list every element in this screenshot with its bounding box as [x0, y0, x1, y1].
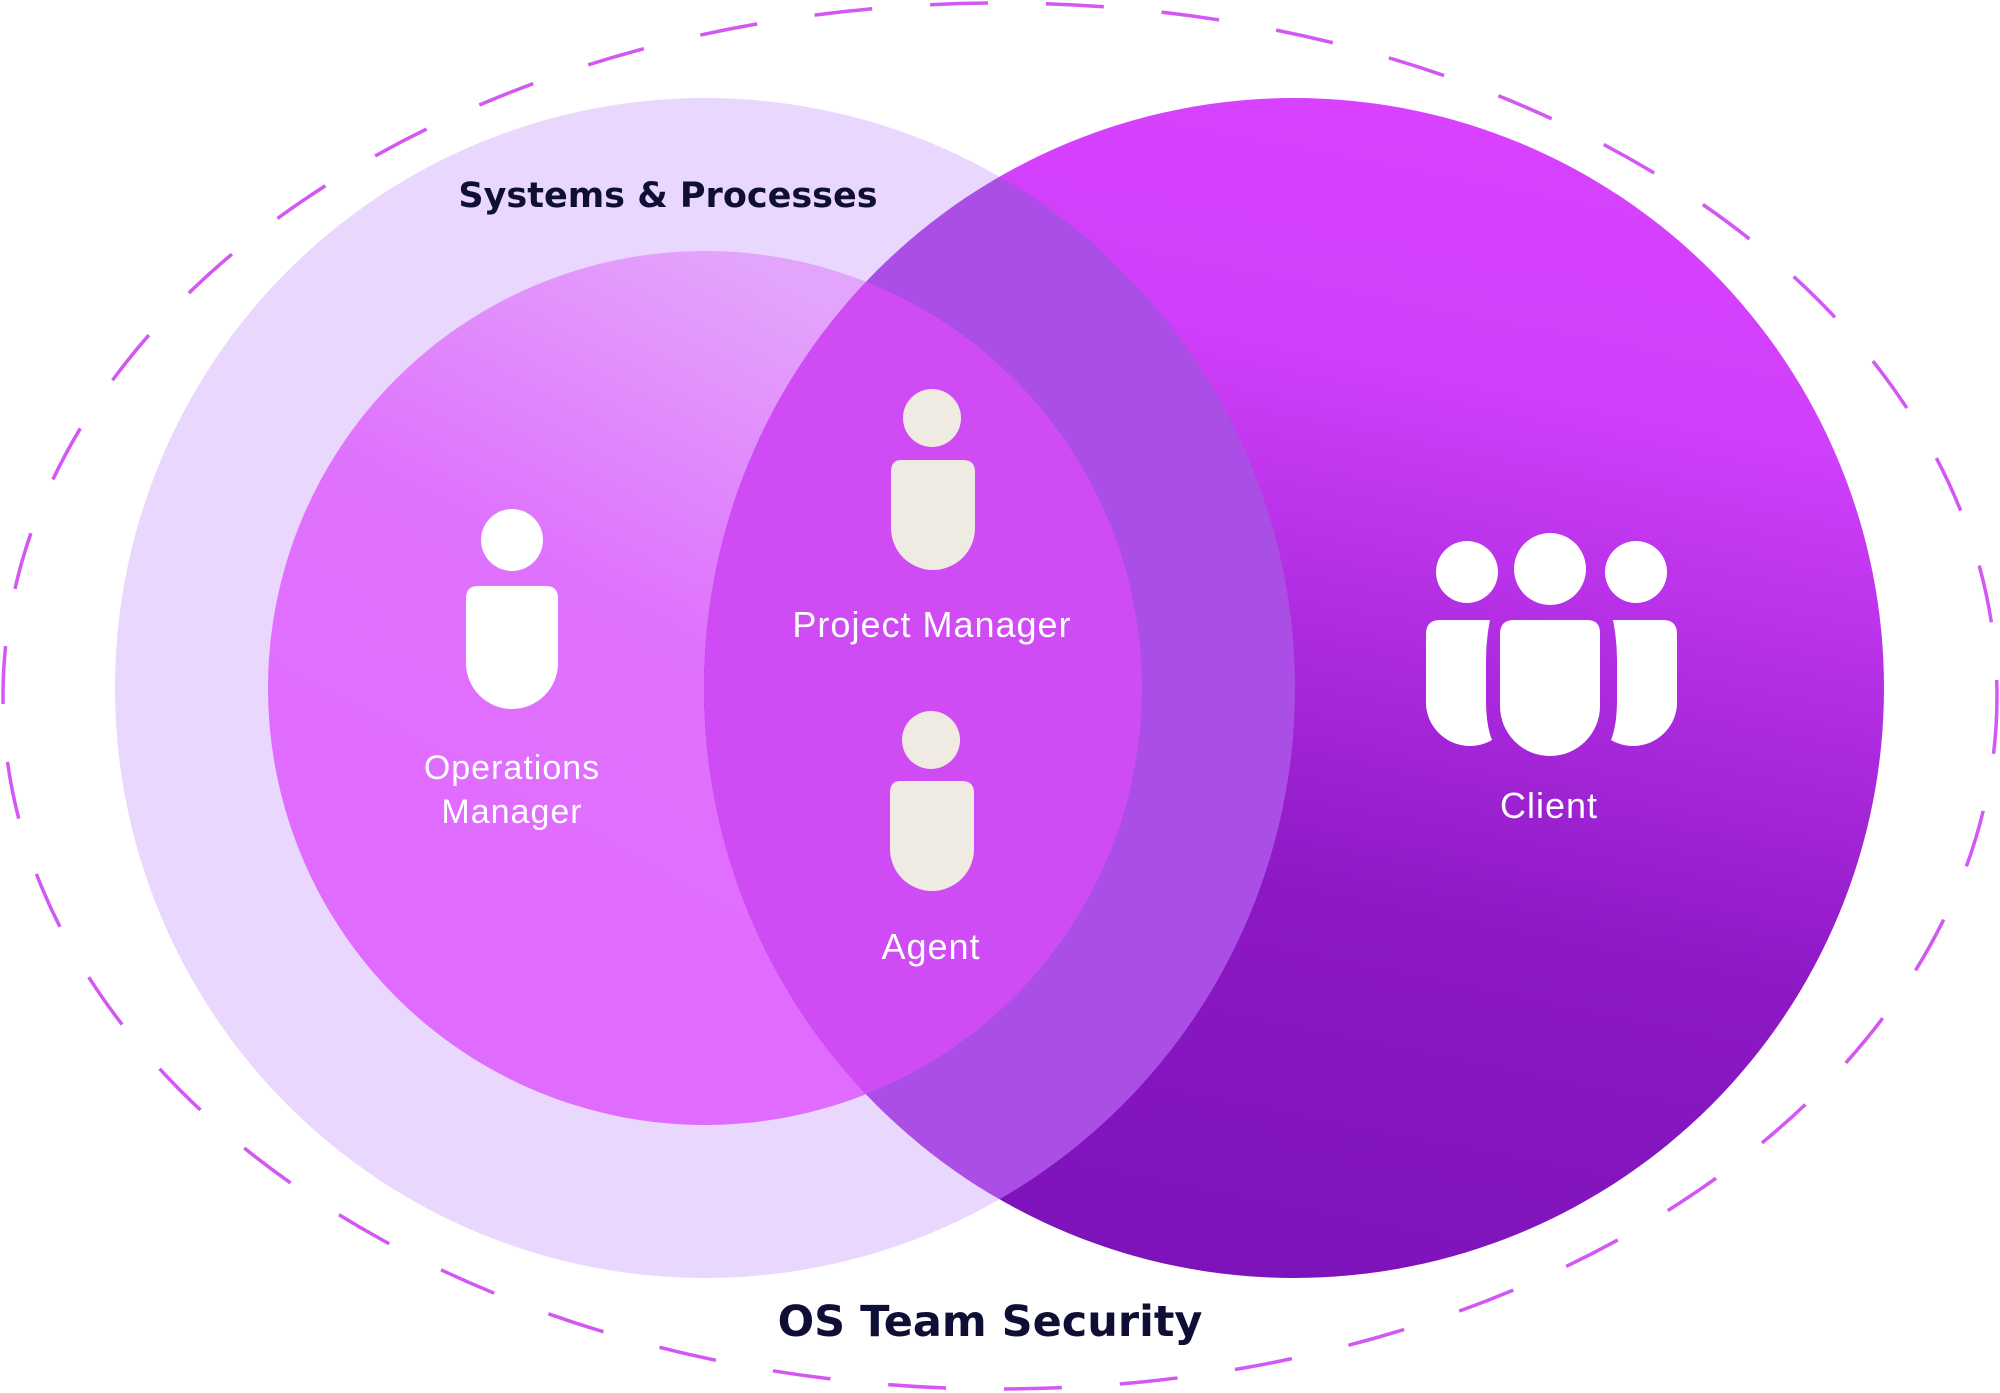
- operations-manager-label-line1: Operations: [424, 749, 600, 787]
- person-icon: [891, 389, 975, 570]
- group-icon: [1426, 533, 1677, 756]
- client-label: Client: [1500, 785, 1598, 826]
- client-team-overlap: [704, 251, 1142, 1125]
- operations-manager-label-line2: Manager: [441, 793, 582, 831]
- os-team-security-label: OS Team Security: [778, 1297, 1203, 1347]
- project-manager-label: Project Manager: [792, 604, 1071, 645]
- person-icon: [466, 509, 558, 709]
- systems-processes-label: Systems & Processes: [458, 176, 877, 216]
- person-icon: [890, 711, 974, 891]
- agent-label: Agent: [881, 926, 980, 967]
